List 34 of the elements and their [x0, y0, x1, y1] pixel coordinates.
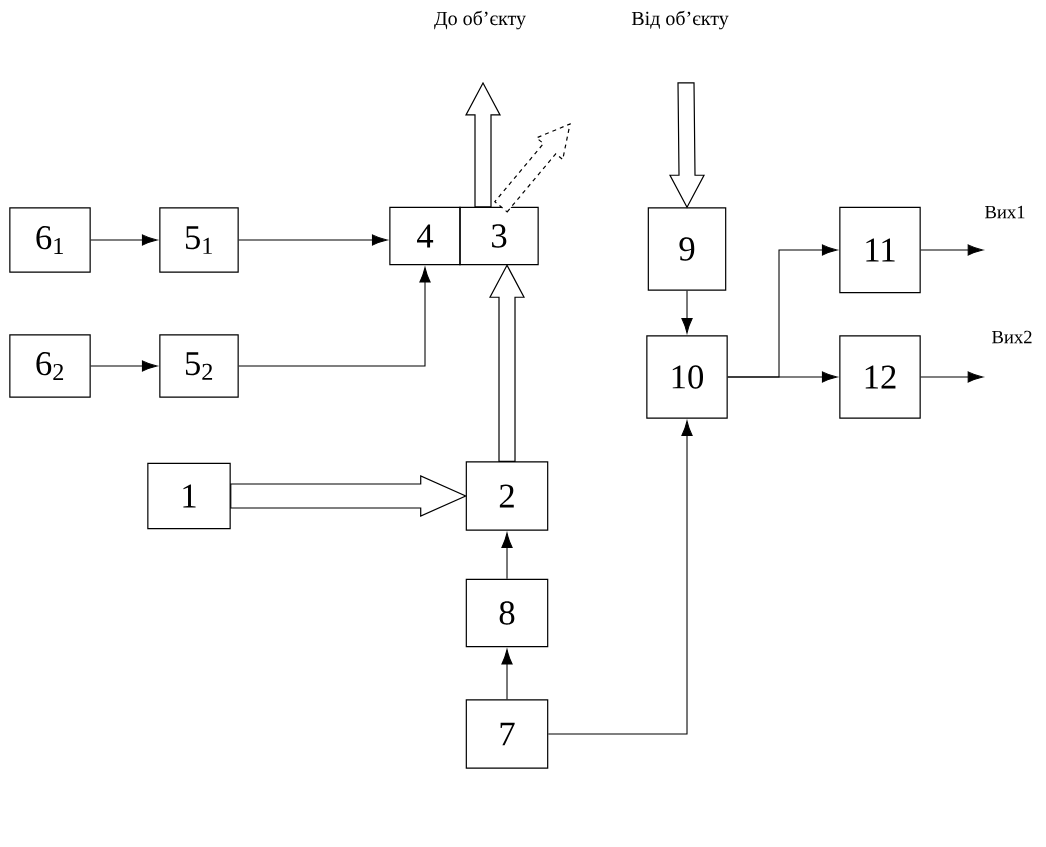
block-box: 11: [839, 206, 921, 294]
block-box: 1: [147, 462, 231, 530]
arrow: [920, 244, 984, 256]
block-box: 8: [465, 578, 549, 648]
block-box: 5$_{2}$: [159, 334, 239, 398]
block-box: 4: [389, 206, 461, 266]
hollow-arrow: [465, 81, 501, 208]
signal-label: До об’єкту: [434, 10, 526, 30]
hollow-arrow: [669, 82, 705, 209]
arrow: [238, 267, 431, 367]
output-label: Вих1: [985, 205, 1025, 219]
arrow: [90, 360, 158, 372]
arrow: [501, 649, 513, 700]
block-box: 6$_{1}$: [9, 207, 91, 273]
arrow: [238, 234, 388, 246]
hollow-arrow: [494, 123, 571, 213]
block-box: 2: [465, 461, 549, 531]
block-box: 9: [647, 207, 727, 291]
block-box: 12: [839, 335, 921, 419]
output-label: Вих2: [992, 330, 1032, 344]
block-box: 6$_{2}$: [9, 334, 91, 398]
arrow: [90, 234, 158, 246]
signal-label: Від об’єкту: [631, 10, 729, 30]
hollow-arrow: [230, 475, 468, 517]
arrow: [501, 532, 513, 580]
arrow: [681, 290, 693, 334]
block-box: 5$_{1}$: [159, 207, 239, 273]
hollow-arrow: [489, 263, 525, 462]
arrow: [920, 371, 984, 383]
block-box: 3: [459, 206, 539, 266]
arrow: [547, 420, 693, 735]
block-box: 10: [646, 335, 728, 419]
block-box: 7: [465, 699, 549, 769]
arrow: [727, 371, 838, 383]
